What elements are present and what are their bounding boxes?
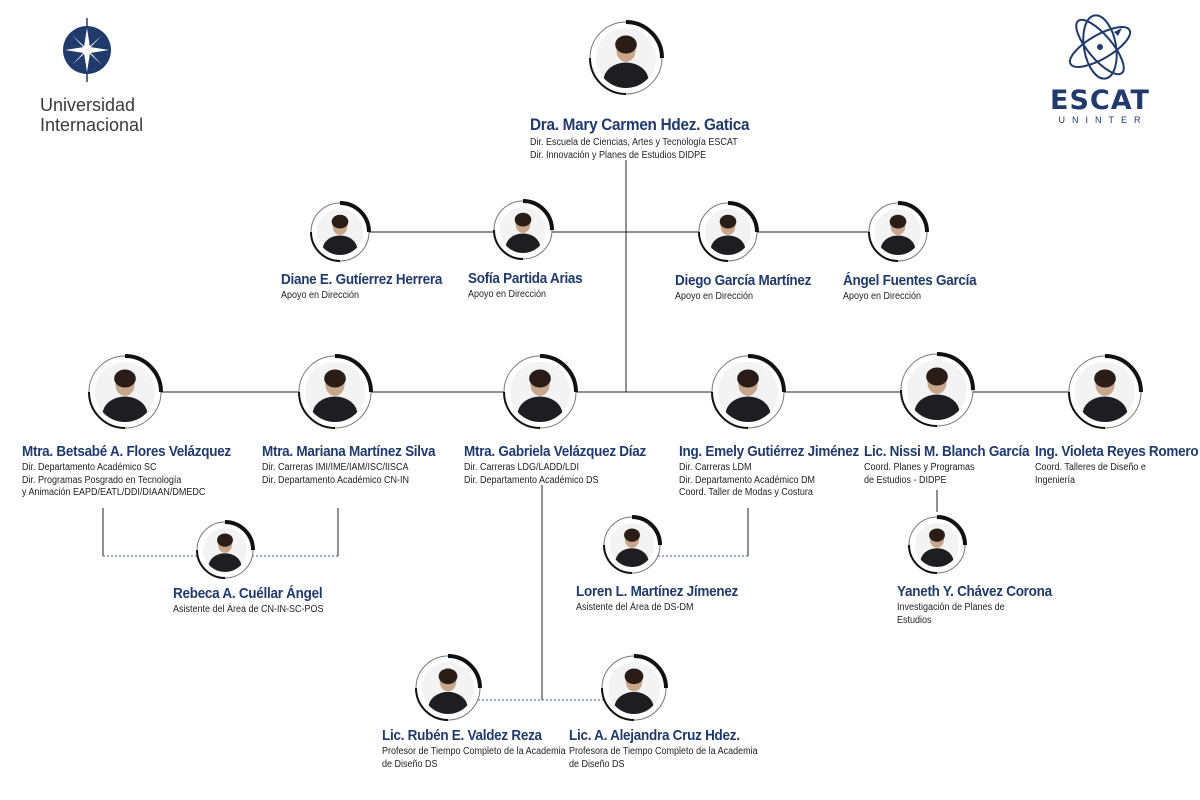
avatar-alejandra [601, 654, 668, 721]
avatar-sofia [493, 199, 554, 260]
role-sofia: Apoyo en Dirección [468, 289, 547, 300]
name-ruben: Lic. Rubén E. Valdez Reza [382, 727, 542, 744]
name-director: Dra. Mary Carmen Hdez. Gatica [530, 115, 750, 134]
university-name: Universidad Internacional [40, 95, 144, 135]
role-gabriela: Dir. Carreras LDG/LADD/LDI Dir. Departam… [464, 462, 599, 486]
avatar-betsabe [88, 354, 163, 429]
escat-logo: ESCAT UNINTER [1050, 10, 1150, 125]
name-angel: Ángel Fuentes García [843, 272, 977, 289]
avatar-director [589, 20, 664, 95]
role-yaneth: Investigación de Planes de Estudios [897, 602, 1005, 626]
name-gabriela: Mtra. Gabriela Velázquez Díaz [464, 443, 646, 460]
role-director: Dir. Escuela de Ciencias, Artes y Tecnol… [530, 137, 738, 161]
name-alejandra: Lic. A. Alejandra Cruz Hdez. [569, 727, 740, 744]
avatar-violeta [1068, 354, 1143, 429]
avatar-diego [698, 201, 759, 262]
avatar-angel [868, 201, 929, 262]
name-betsabe: Mtra. Betsabé A. Flores Velázquez [22, 443, 231, 460]
name-rebeca: Rebeca A. Cuéllar Ángel [173, 585, 323, 602]
name-nissi: Lic. Nissi M. Blanch García [864, 443, 1030, 460]
role-alejandra: Profesora de Tiempo Completo de la Acade… [569, 746, 758, 770]
name-diego: Diego García Martínez [675, 272, 812, 289]
avatar-mariana [298, 354, 373, 429]
role-loren: Asistente del Área de DS-DM [576, 602, 694, 613]
name-loren: Loren L. Martínez Jímenez [576, 583, 739, 600]
role-diego: Apoyo en Dirección [675, 291, 754, 302]
name-violeta: Ing. Violeta Reyes Romero [1035, 443, 1199, 460]
role-angel: Apoyo en Dirección [843, 291, 922, 302]
avatar-emely [711, 354, 786, 429]
avatar-rebeca [196, 520, 255, 579]
name-emely: Ing. Emely Gutiérrez Jiménez [679, 443, 860, 460]
role-diane: Apoyo en Dirección [281, 290, 360, 301]
avatar-yaneth [908, 515, 967, 574]
uninter-wordmark: UNINTER [1058, 115, 1148, 125]
avatar-ruben [415, 654, 482, 721]
role-betsabe: Dir. Departamento Académico SC Dir. Prog… [22, 462, 206, 498]
star-compass-icon [63, 18, 111, 82]
role-nissi: Coord. Planes y Programas de Estudios - … [864, 462, 975, 486]
role-violeta: Coord. Talleres de Diseño e Ingeniería [1035, 462, 1146, 486]
escat-wordmark: ESCAT [1050, 85, 1150, 116]
avatar-loren [603, 515, 662, 574]
avatar-gabriela [503, 354, 578, 429]
role-rebeca: Asistente del Área de CN-IN-SC-POS [173, 604, 324, 615]
avatar-diane [310, 201, 371, 262]
name-sofia: Sofía Partida Arias [468, 270, 583, 287]
role-ruben: Profesor de Tiempo Completo de la Academ… [382, 746, 566, 770]
avatar-nissi [900, 352, 975, 427]
role-emely: Dir. Carreras LDM Dir. Departamento Acad… [679, 462, 816, 498]
universidad-internacional-logo: Universidad Internacional [36, 14, 146, 135]
atom-orbit-icon [1068, 14, 1132, 80]
name-diane: Diane E. Gutíerrez Herrera [281, 271, 443, 288]
role-mariana: Dir. Carreras IMI/IME/IAM/ISC/IISCA Dir.… [262, 462, 410, 486]
name-yaneth: Yaneth Y. Chávez Corona [897, 583, 1052, 600]
name-mariana: Mtra. Mariana Martínez Silva [262, 443, 436, 460]
